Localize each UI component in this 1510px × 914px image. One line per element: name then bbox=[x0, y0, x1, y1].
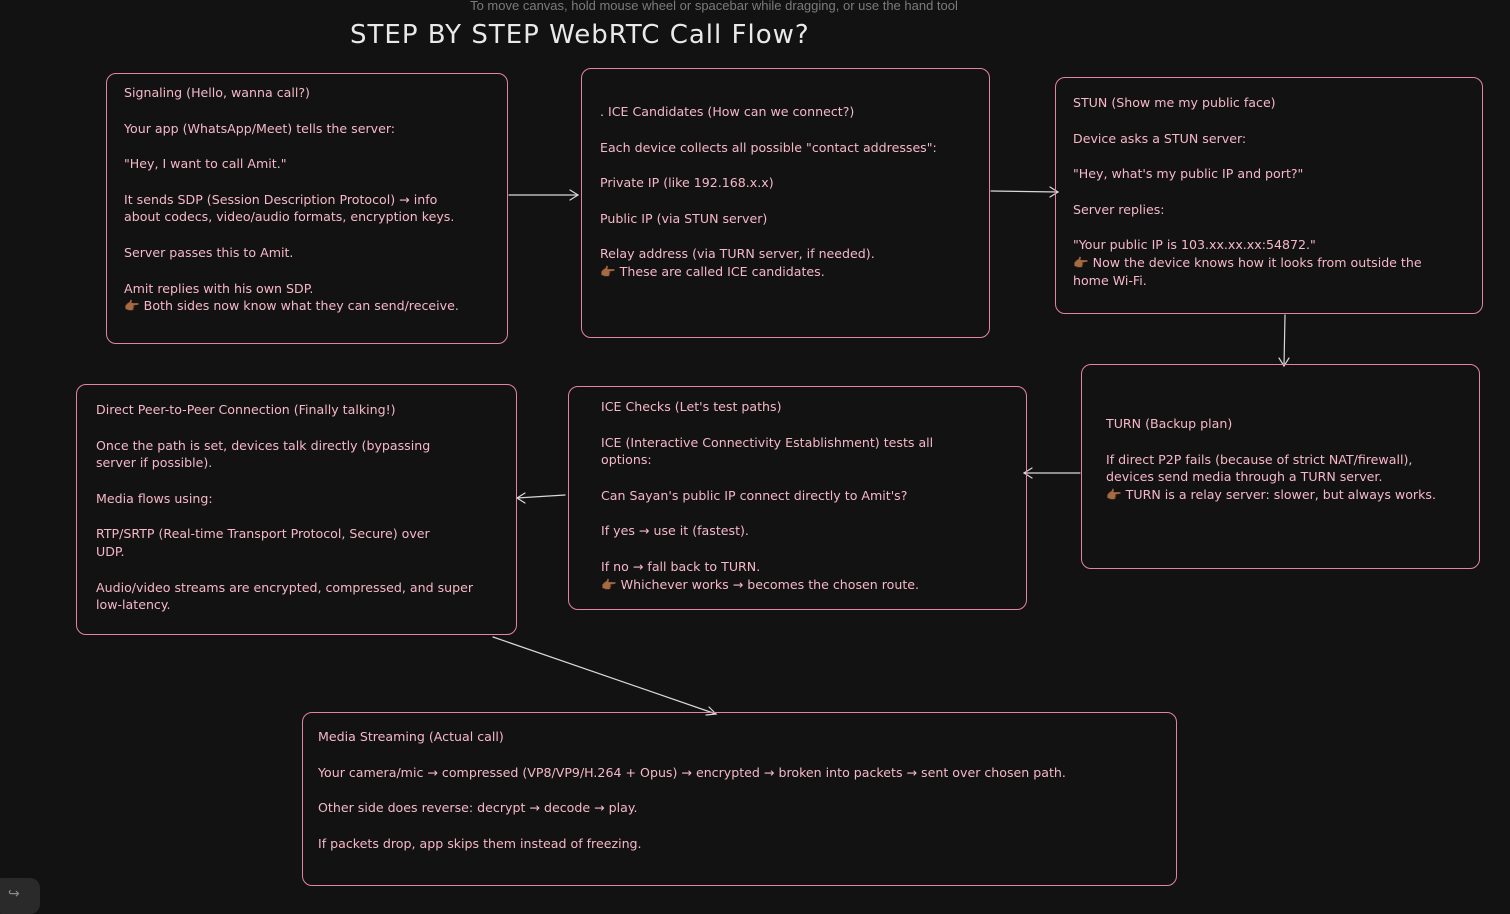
stun-text: "Hey, what's my public IP and port?" bbox=[1073, 166, 1304, 182]
arrow-signaling-to-ice-candidates[interactable] bbox=[508, 189, 580, 201]
arrow-p2p-to-media[interactable] bbox=[492, 636, 718, 716]
media-text: If packets drop, app skips them instead … bbox=[318, 835, 642, 851]
arrow-stun-to-turn[interactable] bbox=[1278, 314, 1290, 368]
redo-button[interactable]: ↪ bbox=[0, 878, 40, 914]
redo-icon: ↪ bbox=[8, 886, 20, 902]
p2p-text: Audio/video streams are encrypted, compr… bbox=[96, 579, 474, 613]
p2p-text: RTP/SRTP (Real-time Transport Protocol, … bbox=[96, 526, 430, 559]
signaling-text: Amit replies with his own SDP.👉🏾 Both si… bbox=[124, 280, 459, 314]
box-signaling[interactable]: Signaling (Hello, wanna call?) Your app … bbox=[106, 73, 508, 344]
turn-heading: TURN (Backup plan) bbox=[1106, 416, 1233, 431]
box-p2p-connection[interactable]: Direct Peer-to-Peer Connection (Finally … bbox=[76, 384, 517, 635]
media-text: Other side does reverse: decrypt → decod… bbox=[318, 800, 638, 816]
ice-candidates-text: Public IP (via STUN server) bbox=[600, 210, 768, 226]
stun-text: "Your public IP is 103.xx.xx.xx:54872."👉… bbox=[1073, 237, 1422, 288]
box-ice-candidates[interactable]: . ICE Candidates (How can we connect?) E… bbox=[581, 68, 990, 338]
arrow-ice-checks-to-p2p[interactable] bbox=[515, 492, 566, 504]
box-turn[interactable]: TURN (Backup plan) If direct P2P fails (… bbox=[1081, 364, 1480, 569]
stun-text: Server replies: bbox=[1073, 201, 1165, 217]
ice-checks-heading: ICE Checks (Let's test paths) bbox=[601, 399, 782, 414]
ice-checks-text: If yes → use it (fastest). bbox=[601, 523, 749, 539]
signaling-text: It sends SDP (Session Description Protoc… bbox=[124, 191, 455, 225]
ice-checks-text: ICE (Interactive Connectivity Establishm… bbox=[601, 434, 934, 468]
media-text: Your camera/mic → compressed (VP8/VP9/H.… bbox=[318, 764, 1066, 780]
box-ice-checks[interactable]: ICE Checks (Let's test paths) ICE (Inter… bbox=[568, 386, 1027, 610]
stun-text: Device asks a STUN server: bbox=[1073, 130, 1247, 146]
stun-heading: STUN (Show me my public face) bbox=[1073, 95, 1276, 110]
box-stun[interactable]: STUN (Show me my public face) Device ask… bbox=[1055, 77, 1483, 314]
ice-candidates-text: Relay address (via TURN server, if neede… bbox=[600, 246, 875, 279]
p2p-text: Once the path is set, devices talk direc… bbox=[96, 437, 431, 471]
ice-candidates-text: Each device collects all possible "conta… bbox=[600, 139, 937, 155]
ice-candidates-text: Private IP (like 192.168.x.x) bbox=[600, 175, 774, 191]
turn-text: If direct P2P fails (because of strict N… bbox=[1106, 451, 1436, 502]
signaling-text: Your app (WhatsApp/Meet) tells the serve… bbox=[124, 120, 396, 136]
media-heading: Media Streaming (Actual call) bbox=[318, 729, 504, 744]
signaling-text: Server passes this to Amit. bbox=[124, 244, 294, 260]
ice-checks-text: If no → fall back to TURN.👉🏾 Whichever w… bbox=[601, 558, 920, 592]
arrow-turn-to-ice-checks[interactable] bbox=[1022, 467, 1081, 479]
ice-checks-text: Can Sayan's public IP connect directly t… bbox=[601, 487, 908, 503]
diagram-title[interactable]: STEP BY STEP WebRTC Call Flow? bbox=[350, 20, 810, 50]
box-media-streaming[interactable]: Media Streaming (Actual call) Your camer… bbox=[302, 712, 1177, 886]
arrow-ice-candidates-to-stun[interactable] bbox=[990, 186, 1060, 198]
p2p-text: Media flows using: bbox=[96, 490, 213, 506]
signaling-text: "Hey, I want to call Amit." bbox=[124, 156, 287, 172]
signaling-heading: Signaling (Hello, wanna call?) bbox=[124, 85, 310, 100]
p2p-heading: Direct Peer-to-Peer Connection (Finally … bbox=[96, 402, 396, 417]
ice-candidates-heading: . ICE Candidates (How can we connect?) bbox=[600, 104, 855, 119]
canvas-hint: To move canvas, hold mouse wheel or spac… bbox=[470, 0, 958, 13]
